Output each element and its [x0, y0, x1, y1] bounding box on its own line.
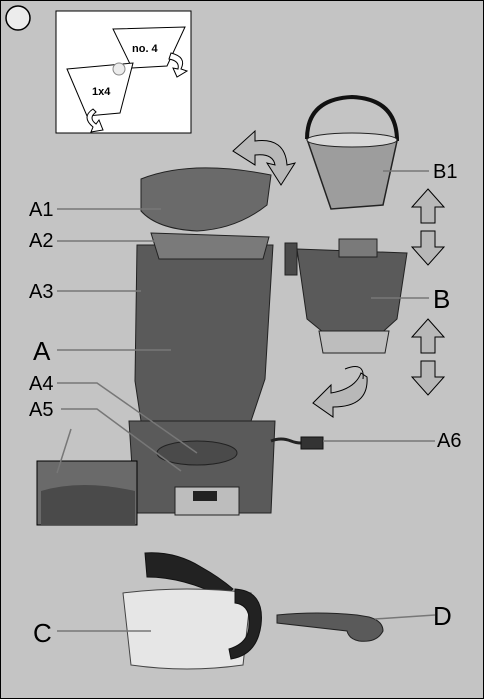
- filter-holder-b: [297, 249, 407, 337]
- label-a2: A2: [29, 231, 53, 251]
- label-b: B: [433, 286, 450, 312]
- machine-lid-a1: [141, 168, 271, 231]
- label-d: D: [433, 603, 452, 629]
- page-marker-circle: [6, 6, 30, 30]
- filter-holder-base: [319, 331, 389, 353]
- filter-highlight: [113, 63, 125, 75]
- filter-holder-top: [339, 239, 377, 257]
- label-b1: B1: [433, 162, 457, 182]
- arrow-up-1: [412, 189, 444, 223]
- label-a3: A3: [29, 282, 53, 302]
- detail-inset-shape: [41, 485, 135, 525]
- arrow-down-1: [412, 231, 444, 265]
- arrow-down-2: [412, 361, 444, 395]
- filter-size-1x4: 1x4: [92, 86, 110, 98]
- filter-holder-handle: [285, 243, 297, 275]
- rotate-arrow-holder: [313, 373, 367, 417]
- filter-size-no4: no. 4: [132, 43, 158, 55]
- label-a4: A4: [29, 374, 53, 394]
- label-c: C: [33, 620, 52, 646]
- machine-top-frame: [151, 233, 269, 259]
- label-a6: A6: [437, 431, 461, 451]
- label-a: A: [33, 338, 50, 364]
- gold-filter-rim: [307, 133, 397, 147]
- power-plug: [301, 437, 323, 449]
- gold-filter-b1: [307, 139, 397, 209]
- arrow-up-2: [412, 319, 444, 353]
- label-a5: A5: [29, 400, 53, 420]
- machine-body: [135, 245, 273, 421]
- control-display: [193, 491, 217, 501]
- label-a1: A1: [29, 200, 53, 220]
- measuring-spoon-d: [277, 613, 383, 641]
